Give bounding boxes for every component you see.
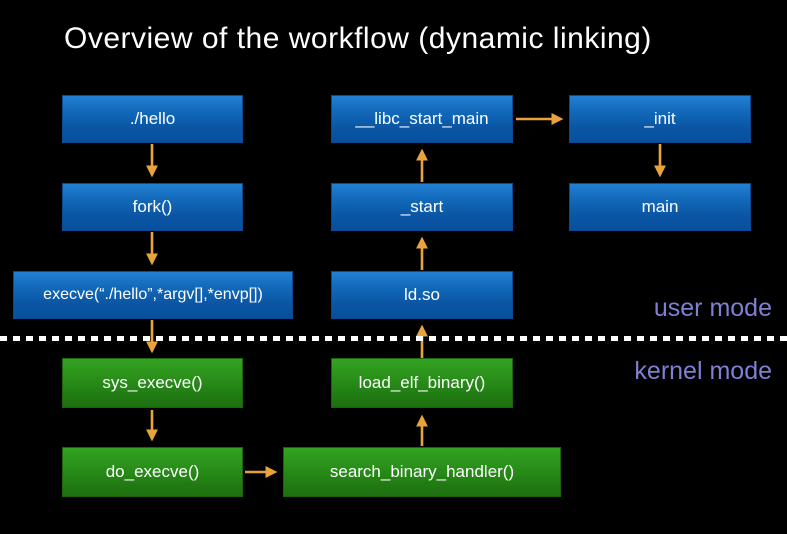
node-libc-start-main: __libc_start_main [331,95,513,143]
node-label: main [641,197,679,216]
node-label: _init [644,109,676,128]
node-start: _start [331,183,513,231]
node-label: search_binary_handler() [329,462,515,481]
node-label: execve(“./hello”,*argv[],*envp[]) [43,286,263,303]
node-fork: fork() [62,183,243,231]
node-label: load_elf_binary() [358,373,486,392]
node-label: do_execve() [105,462,200,481]
node-do-execve: do_execve() [62,447,243,497]
page-title: Overview of the workflow (dynamic linkin… [64,22,652,55]
node-label: fork() [132,197,173,216]
node-label: _start [400,197,444,216]
node-ldso: ld.so [331,271,513,319]
node-label: ./hello [129,109,176,128]
node-init: _init [569,95,751,143]
node-sys-execve: sys_execve() [62,358,243,408]
user-mode-label: user mode [653,294,772,322]
node-main: main [569,183,751,231]
kernel-mode-label: kernel mode [634,357,772,385]
node-label: sys_execve() [102,373,203,392]
node-label: __libc_start_main [355,109,489,128]
node-search-binary-handler: search_binary_handler() [283,447,561,497]
node-load-elf-binary: load_elf_binary() [331,358,513,408]
mode-divider-dashed-line [0,336,787,341]
node-execve: execve(“./hello”,*argv[],*envp[]) [13,271,293,319]
node-label: ld.so [404,285,440,304]
node-hello: ./hello [62,95,243,143]
